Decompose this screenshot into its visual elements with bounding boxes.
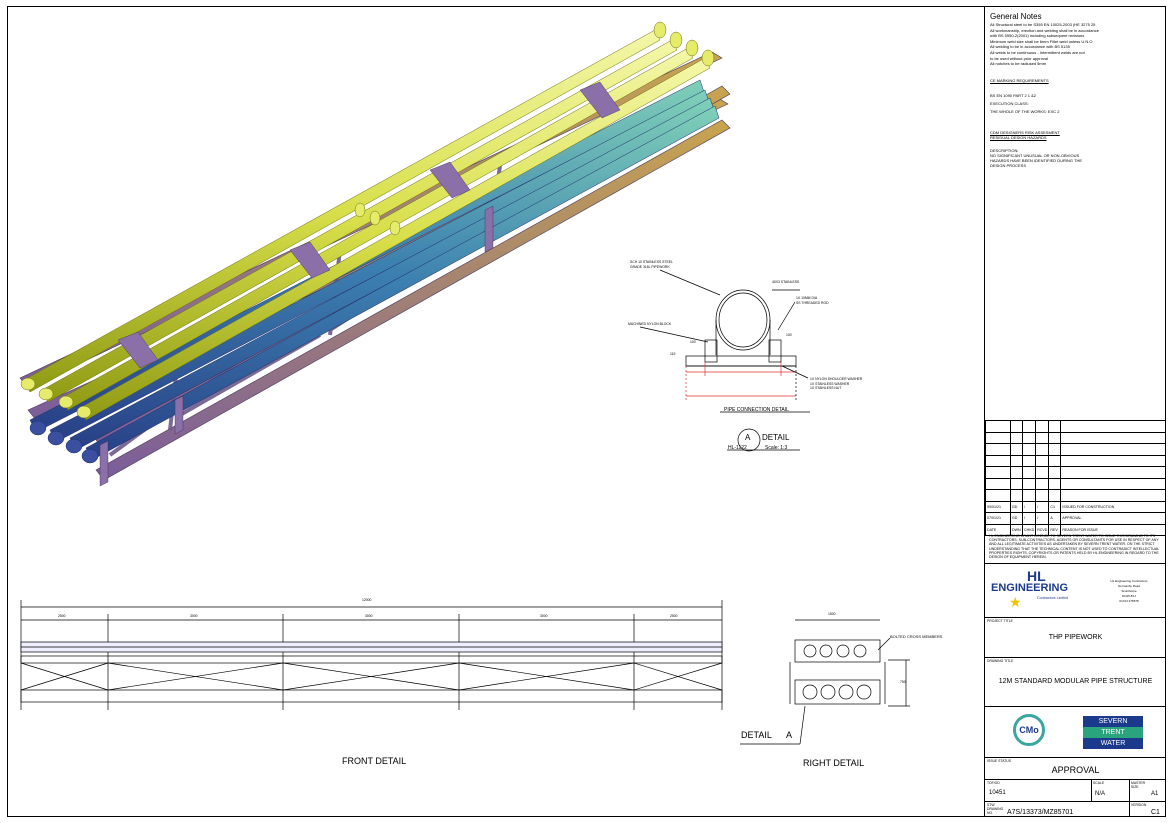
pipe-connection-detail [639, 269, 810, 452]
right-height-dim: 750 [900, 680, 906, 684]
right-detail-caption: RIGHT DETAIL [803, 758, 865, 768]
job-no: 10451 [989, 790, 1006, 796]
dim-100-right: 100 [786, 333, 792, 337]
detail-scale: Scale: 1:3 [765, 445, 788, 451]
size-label: MASTER SIZE [1131, 781, 1146, 789]
block-label: MACHINED NYLON BLOCK [628, 322, 672, 326]
issue-status: APPROVAL [1051, 765, 1100, 775]
cdm-description: DESCRIPTION: NO SIGNIFICANT UNUSUAL OR N… [990, 148, 1083, 168]
front-seg-1: 2500 [58, 614, 66, 618]
front-detail-view [20, 600, 723, 710]
drawing-canvas [19, 21, 910, 745]
job-no-label: TOF/OD [987, 781, 1000, 785]
drawing-title: 12M STANDARD MODULAR PIPE STRUCTURE [998, 678, 1153, 685]
detail-caption: PIPE CONNECTION DETAIL [724, 407, 789, 413]
detail-ref: HL-1122 [728, 445, 747, 451]
right-detail-view [740, 619, 910, 745]
right-detail-marker: A [786, 730, 793, 740]
detail-marker-text: DETAIL [762, 433, 790, 442]
front-seg-5: 2500 [670, 614, 678, 618]
project-title: THP PIPEWORK [1048, 634, 1103, 641]
detail-marker: A [745, 433, 751, 442]
right-detail-label: DETAIL [741, 730, 772, 740]
project-title-label: PROJECT TITLE [987, 619, 1013, 623]
scale-label: SCALE [1093, 781, 1105, 785]
general-notes-list: All Structural steel to be S355 EN 10025… [990, 22, 1099, 67]
version-label: VERSION [1131, 803, 1147, 807]
front-seg-2: 3000 [190, 614, 198, 618]
bolted-cross-members-label: BOLTED CROSS MEMBERS [890, 634, 943, 639]
scale-value: N/A [1095, 791, 1106, 797]
dim-119: 119 [670, 352, 676, 356]
front-detail-caption: FRONT DETAIL [342, 756, 407, 766]
severn-trent-water-logo: SEVERN TRENT WATER [1083, 716, 1143, 749]
cmo-logo: CMo [1013, 714, 1045, 746]
drawing-no: A7S/13373/MZ85701 [1007, 809, 1074, 816]
front-seg-3: 3000 [365, 614, 373, 618]
ce-lines: BS EN 1090 PART 2 1 &2 EXECUTION CLASS: … [990, 93, 1060, 114]
drawing-no-label: STW DRAWING NO. [987, 803, 1004, 815]
licence-disclaimer: HL ENGINEERING GRANT LICENCE TO SEVERN T… [989, 534, 1160, 560]
drawing-title-label: DRAWING TITLE [987, 659, 1014, 663]
version-value: C1 [1151, 809, 1160, 816]
star-icon: ★ [1009, 594, 1022, 610]
title-block: General Notes All Structural steel to be… [984, 6, 1166, 817]
drawing-sheet-border [7, 6, 1166, 817]
band-label: 40X3 STAINLESS [772, 280, 800, 284]
front-seg-4: 3000 [540, 614, 548, 618]
issue-status-label: ISSUE STATUS [987, 759, 1011, 763]
ce-heading: CE MARKING REQUIREMENTS [990, 78, 1049, 83]
hl-engineering-logo: HL ENGINEERING Contractors Limited ★ [991, 568, 1069, 610]
right-width-dim: 1500 [828, 612, 836, 616]
general-notes-title: General Notes [990, 12, 1042, 21]
isometric-view [19, 21, 731, 487]
front-overall-dim: 12000 [362, 598, 372, 602]
dim-100-left: 100 [690, 340, 696, 344]
size-value: A1 [1151, 791, 1159, 797]
